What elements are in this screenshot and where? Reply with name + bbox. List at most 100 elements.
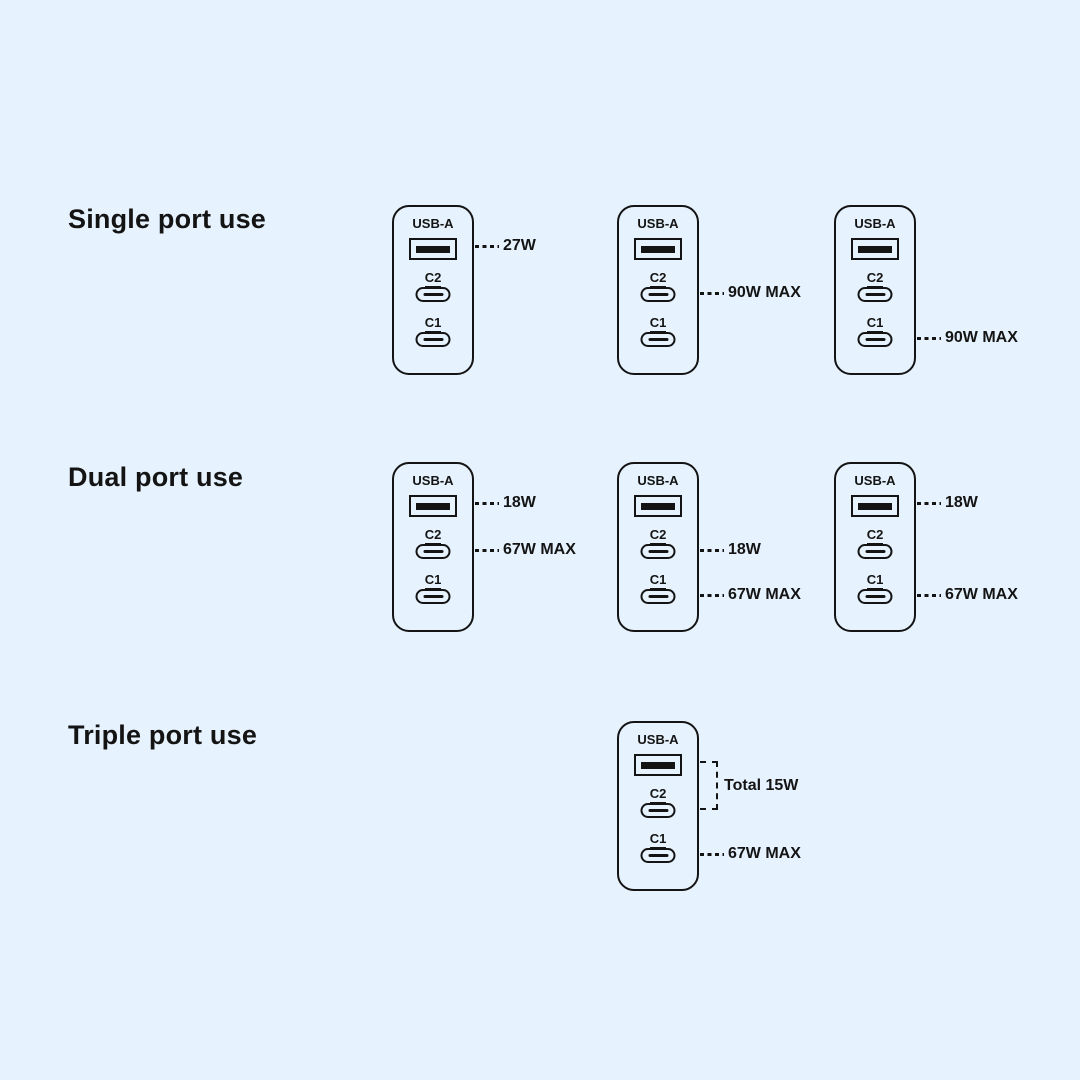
callout-line-c1 [700, 853, 724, 856]
c1-port-label-text: C1 [866, 315, 884, 333]
c2-port [857, 287, 893, 302]
usb-a-pin-bar [641, 502, 675, 510]
charger-dual-1: USB-A C2 C1 [392, 462, 474, 632]
callout-label-90w-max: 90W MAX [728, 284, 801, 301]
callout-label-67w-max: 67W MAX [945, 586, 1018, 603]
c1-port-label-text: C1 [424, 315, 442, 333]
usb-a-pin-bar [416, 502, 450, 510]
usb-a-port-label: USB-A [619, 216, 697, 231]
c1-pin-bar [423, 338, 443, 341]
callout-line-usb-a [475, 245, 499, 248]
c2-pin-bar [423, 293, 443, 296]
c1-port-label-text: C1 [649, 831, 667, 849]
c1-pin-bar [648, 338, 668, 341]
c2-port [415, 544, 451, 559]
callout-label-27w: 27W [503, 237, 536, 254]
c1-port-label-text: C1 [649, 315, 667, 333]
c1-port-label: C1 [394, 572, 472, 590]
c1-port-label-text: C1 [424, 572, 442, 590]
usb-a-pin-bar [858, 502, 892, 510]
usb-a-port-label-text: USB-A [637, 216, 679, 231]
c2-port-label: C2 [394, 270, 472, 288]
callout-label-total-15w: Total 15W [724, 777, 799, 794]
charger-single-3: USB-A C2 C1 [834, 205, 916, 375]
section-heading-dual-port: Dual port use [68, 462, 244, 492]
c2-port-label-text: C2 [649, 527, 667, 545]
c2-pin-bar [865, 293, 885, 296]
usb-a-port-label: USB-A [836, 216, 914, 231]
usb-a-port-label-text: USB-A [637, 732, 679, 747]
c2-pin-bar [648, 293, 668, 296]
usb-a-port-label-text: USB-A [412, 473, 454, 488]
c1-port-label-text: C1 [866, 572, 884, 590]
c2-pin-bar [423, 550, 443, 553]
c2-port-label-text: C2 [649, 786, 667, 804]
callout-line-c1 [917, 594, 941, 597]
usb-a-port [851, 238, 899, 260]
c2-port-label-text: C2 [649, 270, 667, 288]
c2-port [640, 544, 676, 559]
callout-line-usb-a [917, 502, 941, 505]
c2-port-label: C2 [394, 527, 472, 545]
charger-single-1: USB-A C2 C1 [392, 205, 474, 375]
usb-a-port-label-text: USB-A [412, 216, 454, 231]
section-heading-triple-port: Triple port use [68, 720, 258, 750]
callout-line-c1 [917, 337, 941, 340]
usb-a-port [409, 495, 457, 517]
c2-port-label: C2 [619, 786, 697, 804]
c1-pin-bar [865, 595, 885, 598]
c1-port-label: C1 [394, 315, 472, 333]
usb-a-pin-bar [641, 245, 675, 253]
callout-label-67w-max: 67W MAX [728, 586, 801, 603]
callout-label-18w: 18W [503, 494, 536, 511]
usb-a-port [634, 754, 682, 776]
usb-a-port-label-text: USB-A [854, 216, 896, 231]
usb-a-pin-bar [641, 761, 675, 769]
c2-port-label-text: C2 [866, 270, 884, 288]
callout-line-usb-a [475, 502, 499, 505]
c1-port-label-text: C1 [649, 572, 667, 590]
c1-pin-bar [423, 595, 443, 598]
charger-dual-2: USB-A C2 C1 [617, 462, 699, 632]
usb-a-port [851, 495, 899, 517]
callout-label-18w: 18W [728, 541, 761, 558]
usb-a-port [634, 238, 682, 260]
callout-label-67w-max: 67W MAX [503, 541, 576, 558]
c1-pin-bar [648, 595, 668, 598]
c1-pin-bar [865, 338, 885, 341]
usb-a-port [634, 495, 682, 517]
c1-port-label: C1 [619, 831, 697, 849]
usb-a-port-label-text: USB-A [854, 473, 896, 488]
c1-port [640, 332, 676, 347]
c2-port-label: C2 [836, 527, 914, 545]
c1-port [857, 332, 893, 347]
c2-port-label-text: C2 [424, 527, 442, 545]
c2-pin-bar [648, 809, 668, 812]
c2-pin-bar [865, 550, 885, 553]
callout-label-67w-max: 67W MAX [728, 845, 801, 862]
c2-port [415, 287, 451, 302]
c2-pin-bar [648, 550, 668, 553]
c1-pin-bar [648, 854, 668, 857]
callout-line-c2 [700, 292, 724, 295]
c2-port-label: C2 [619, 527, 697, 545]
c2-port-label-text: C2 [424, 270, 442, 288]
c2-port [640, 803, 676, 818]
c1-port-label: C1 [619, 315, 697, 333]
c1-port [415, 332, 451, 347]
c1-port [415, 589, 451, 604]
charger-triple-1: USB-A C2 C1 [617, 721, 699, 891]
callout-line-c2 [700, 549, 724, 552]
total-bracket-line [700, 761, 718, 810]
c1-port-label: C1 [619, 572, 697, 590]
charger-dual-3: USB-A C2 C1 [834, 462, 916, 632]
usb-a-pin-bar [416, 245, 450, 253]
c1-port [857, 589, 893, 604]
c2-port [640, 287, 676, 302]
usb-a-port [409, 238, 457, 260]
usb-a-port-label: USB-A [619, 732, 697, 747]
c2-port-label: C2 [619, 270, 697, 288]
callout-label-90w-max: 90W MAX [945, 329, 1018, 346]
usb-a-port-label-text: USB-A [637, 473, 679, 488]
